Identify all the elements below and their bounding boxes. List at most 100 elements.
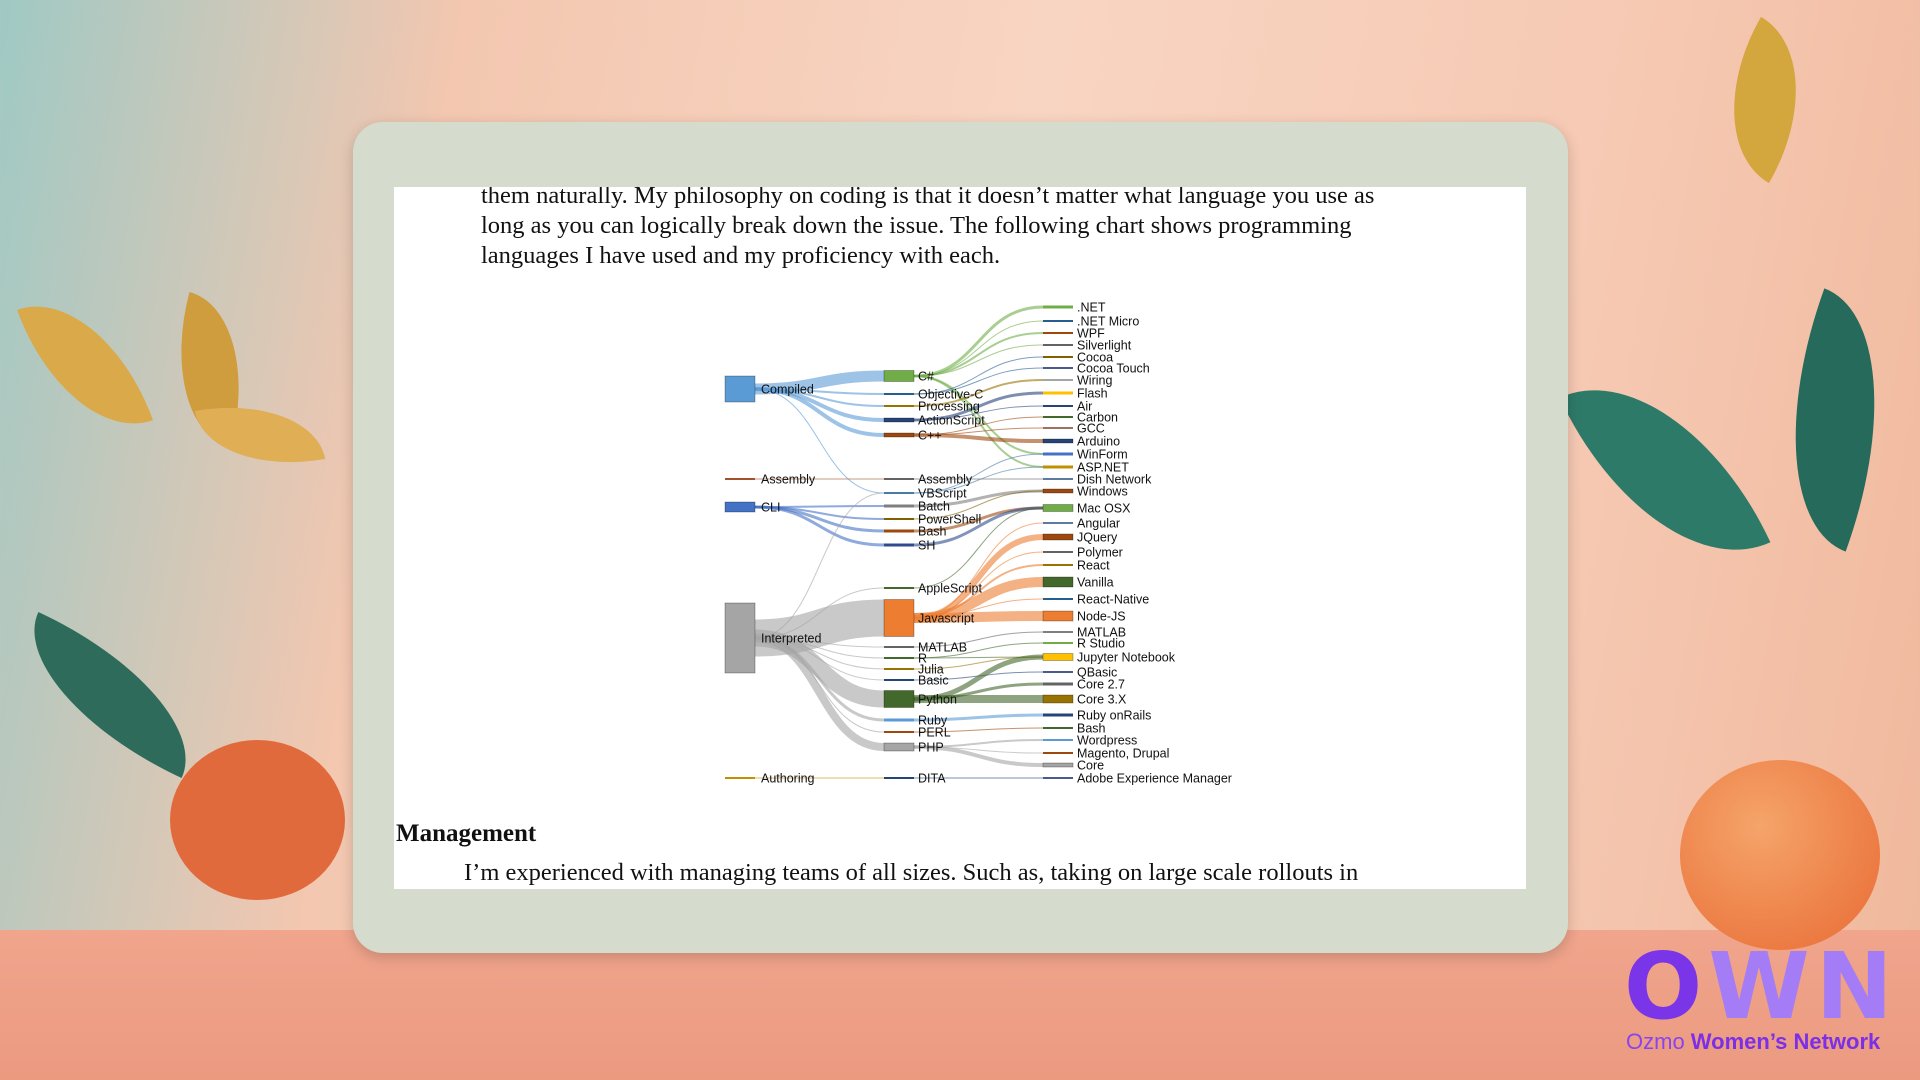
sankey-node-label: R — [918, 652, 927, 666]
sankey-node — [1043, 713, 1073, 717]
document-page: them naturally. My philosophy on coding … — [394, 187, 1526, 889]
sankey-link-Compiled-VBScript — [754, 388, 885, 494]
sankey-node — [1042, 694, 1074, 704]
sankey-node — [1042, 504, 1074, 512]
sankey-node-label: DITA — [918, 772, 946, 786]
sankey-link-PHP-Core — [913, 745, 1044, 767]
sankey-node — [884, 679, 914, 681]
sankey-link-Ruby-Ruby onRails — [913, 713, 1044, 722]
plant-leaf-decoration — [1742, 288, 1920, 552]
sankey-node-label: React-Native — [1077, 593, 1149, 607]
sankey-link-VBScript-WinForm — [913, 453, 1044, 494]
sankey-node-label: Wiring — [1077, 374, 1112, 388]
sankey-node — [884, 718, 914, 722]
sankey-node — [883, 432, 915, 438]
sankey-link-Compiled-C++ — [754, 387, 885, 437]
sankey-node — [883, 742, 915, 752]
sankey-node — [1043, 631, 1073, 633]
sankey-node-label: ActionScript — [918, 414, 985, 428]
sankey-node — [1043, 356, 1073, 358]
sankey-node — [724, 602, 756, 674]
sankey-node-label: PowerShell — [918, 513, 981, 527]
sankey-node — [1043, 682, 1073, 686]
sankey-node-label: MATLAB — [918, 641, 967, 655]
sankey-node-label: Assembly — [761, 473, 816, 487]
sankey-link-CLI-SH — [754, 505, 885, 547]
sankey-node-label: Angular — [1077, 517, 1120, 531]
sankey-link-C#-.NET — [913, 305, 1044, 378]
section-text: I’m experienced with managing teams of a… — [464, 859, 1359, 886]
sankey-link-PERL-Bash — [913, 727, 1044, 733]
sankey-node — [725, 777, 755, 779]
sankey-node-label: MATLAB — [1077, 626, 1126, 640]
sankey-node — [884, 492, 914, 494]
sankey-node-label: PERL — [918, 726, 951, 740]
sankey-node — [1043, 551, 1073, 553]
sankey-link-MATLAB-MATLAB — [913, 631, 1044, 648]
intro-line: them naturally. My philosophy on coding … — [481, 187, 1375, 209]
sankey-node — [884, 777, 914, 779]
sankey-node-label: Jupyter Notebook — [1077, 651, 1176, 665]
sankey-node — [1043, 739, 1073, 741]
sankey-node-label: Core 3.X — [1077, 693, 1127, 707]
sankey-node-label: R Studio — [1077, 637, 1125, 651]
sankey-link-Processing-Wiring — [913, 379, 1044, 407]
sankey-node-label: Silverlight — [1077, 339, 1132, 353]
plant-leaf-decoration — [1691, 16, 1839, 184]
sankey-node-label: Dish Network — [1077, 473, 1152, 487]
sankey-link-C#-WPF — [913, 332, 1044, 377]
sankey-node-label: Adobe Experience Manager — [1077, 772, 1232, 786]
sankey-node — [1042, 533, 1074, 541]
section-heading: Management — [396, 820, 537, 847]
background-floor — [0, 930, 1920, 1080]
sankey-link-VBScript-ASP.NET — [913, 466, 1044, 494]
sankey-node — [884, 504, 914, 508]
sankey-node-label: Basic — [918, 674, 949, 688]
sankey-node — [1042, 653, 1074, 661]
sankey-link-R-R Studio — [913, 642, 1044, 659]
sankey-node — [1043, 522, 1073, 524]
sankey-link-Interpreted-PHP — [754, 634, 885, 751]
sankey-node — [884, 393, 914, 395]
sankey-node — [1043, 367, 1073, 369]
logo-mark: OWN — [1624, 933, 1899, 1040]
plant-leaf-decoration — [1559, 342, 1771, 598]
sankey-node — [1043, 416, 1073, 418]
sankey-node — [1043, 391, 1073, 395]
sankey-link-ActionScript-Flash — [913, 391, 1044, 422]
sankey-node — [1043, 642, 1073, 644]
sankey-node-label: React — [1077, 559, 1110, 573]
sankey-node-label: WPF — [1077, 327, 1105, 341]
sankey-node-label: SH — [918, 539, 935, 553]
sankey-node-label: VBScript — [918, 487, 967, 501]
sankey-node-label: Polymer — [1077, 546, 1123, 560]
sankey-node — [1043, 777, 1073, 779]
sankey-chart: CompiledAssemblyCLIInterpretedAuthoringC… — [724, 301, 1232, 786]
sankey-link-AppleScript-Mac OSX — [913, 507, 1044, 589]
sankey-node — [883, 417, 915, 423]
sankey-node — [1043, 344, 1073, 346]
sankey-node-label: JQuery — [1077, 531, 1118, 545]
sankey-node — [724, 375, 756, 403]
sankey-node-label: Javascript — [918, 612, 975, 626]
sankey-node-label: CLI — [761, 501, 780, 515]
plant-pot-decoration — [1680, 760, 1880, 950]
sankey-node — [883, 370, 915, 382]
sankey-node-label: Objective-C — [918, 388, 983, 402]
sankey-node-label: Core 2.7 — [1077, 678, 1125, 692]
sankey-node-label: Cocoa — [1077, 351, 1113, 365]
sankey-node — [1042, 576, 1074, 588]
sankey-node-label: .NET — [1077, 301, 1106, 315]
sankey-node — [1043, 752, 1073, 754]
logo-name: Ozmo Women’s Network — [1626, 1029, 1881, 1054]
sankey-node — [1043, 478, 1073, 480]
sankey-node-label: Ruby onRails — [1077, 709, 1151, 723]
sankey-node-label: Core — [1077, 759, 1104, 773]
sankey-node — [1043, 379, 1073, 381]
sankey-node — [884, 543, 914, 547]
sankey-node — [1043, 564, 1073, 566]
sankey-node — [884, 478, 914, 480]
sankey-node-label: Flash — [1077, 387, 1108, 401]
sankey-link-C#-.NET Micro — [913, 320, 1044, 377]
sankey-link-Javascript-Node-JS — [913, 611, 1044, 623]
